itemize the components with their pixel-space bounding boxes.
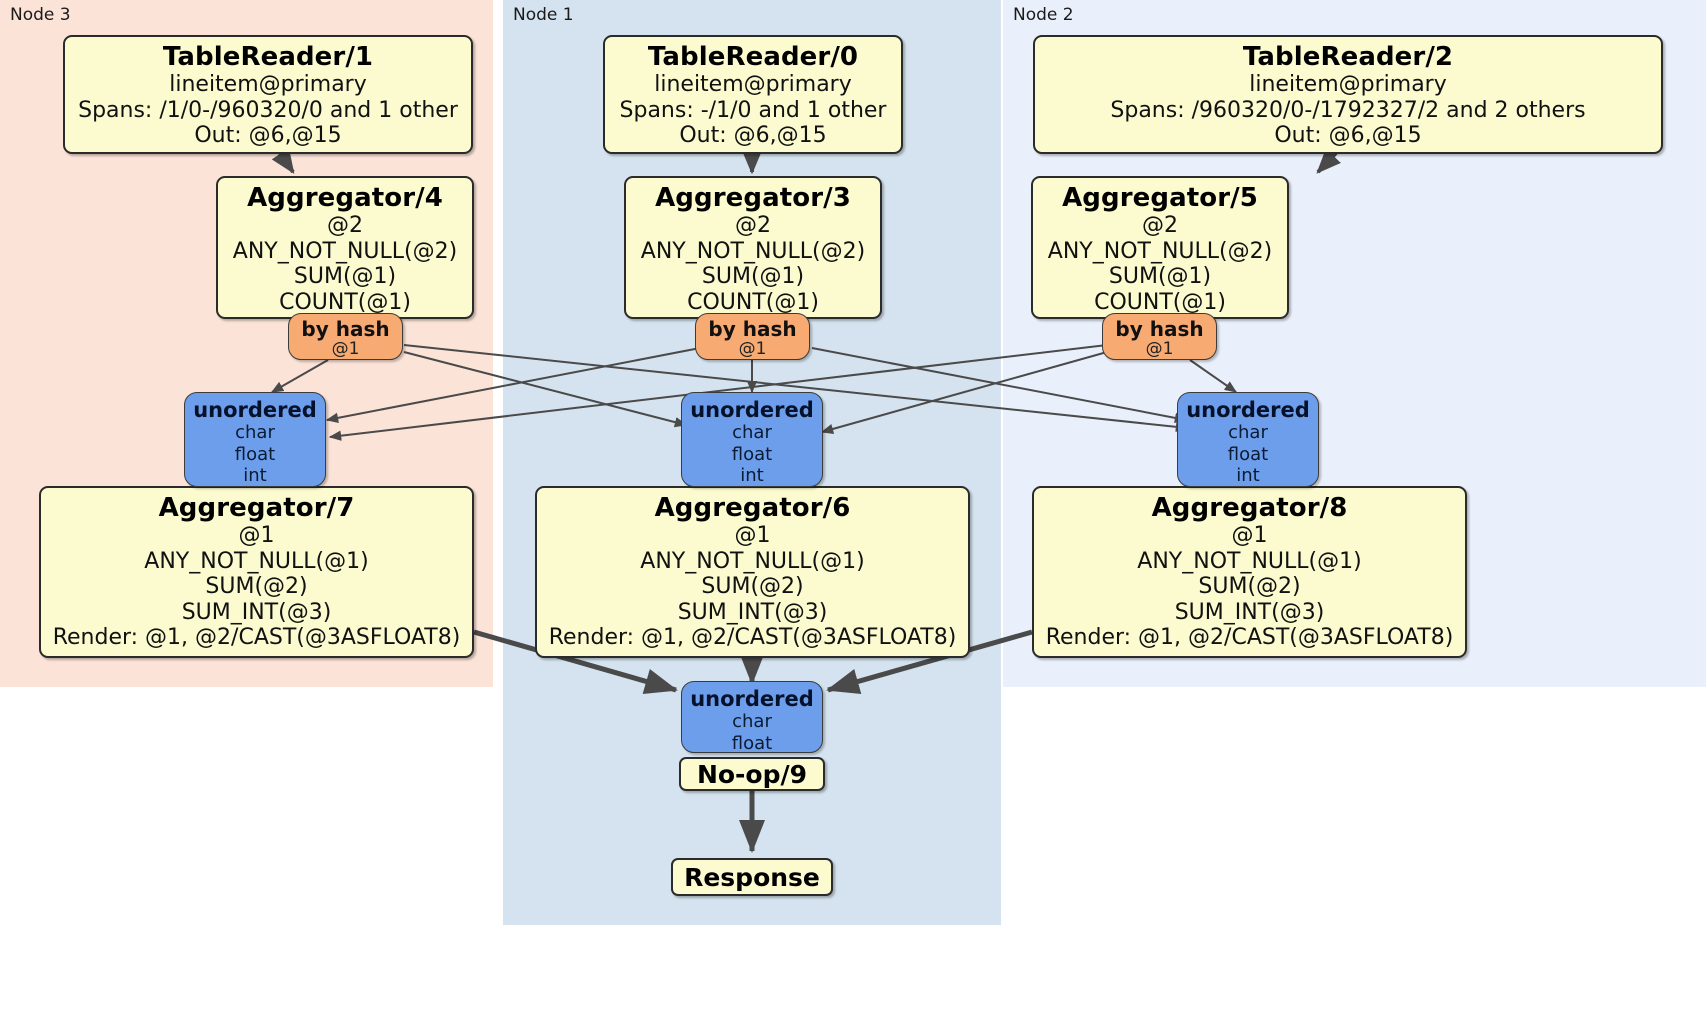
processor-line: COUNT(@1) <box>687 289 819 315</box>
processor-line: lineitem@primary <box>1249 72 1447 98</box>
synchronizer-title: unordered <box>1186 398 1310 422</box>
processor-line: SUM(@2) <box>1198 574 1301 600</box>
router-line: @1 <box>1145 339 1174 360</box>
processor-title: Aggregator/6 <box>654 493 851 523</box>
processor-aggregator-7[interactable]: Aggregator/7 @1 ANY_NOT_NULL(@1) SUM(@2)… <box>39 486 474 658</box>
synchronizer-line: char <box>732 422 772 444</box>
processor-line: ANY_NOT_NULL(@1) <box>1137 548 1362 574</box>
processor-title: Aggregator/7 <box>158 493 355 523</box>
processor-line: ANY_NOT_NULL(@1) <box>640 548 865 574</box>
processor-tablereader-1[interactable]: TableReader/1 lineitem@primary Spans: /1… <box>63 35 473 154</box>
processor-line: SUM(@1) <box>1108 264 1212 290</box>
synchronizer-title: unordered <box>690 687 814 711</box>
processor-line: SUM_INT(@3) <box>181 599 332 625</box>
synchronizer-title: unordered <box>193 398 317 422</box>
synchronizer-line: char <box>235 422 275 444</box>
processor-title: No-op/9 <box>696 759 808 789</box>
processor-line: Render: @1, @2/CAST(@3ASFLOAT8) <box>52 625 461 651</box>
processor-aggregator-3[interactable]: Aggregator/3 @2 ANY_NOT_NULL(@2) SUM(@1)… <box>624 176 882 319</box>
processor-line: ANY_NOT_NULL(@1) <box>144 548 369 574</box>
synchronizer-line: float <box>234 443 276 465</box>
router-by-hash-node3[interactable]: by hash @1 <box>288 313 403 360</box>
processor-title: TableReader/0 <box>647 42 859 72</box>
processor-line: ANY_NOT_NULL(@2) <box>232 238 458 264</box>
processor-line: @1 <box>238 523 275 549</box>
router-line: @1 <box>331 339 360 360</box>
processor-line: @2 <box>1142 213 1178 239</box>
synchronizer-line: int <box>1236 465 1260 487</box>
router-by-hash-node1[interactable]: by hash @1 <box>695 313 810 360</box>
processor-line: lineitem@primary <box>654 72 852 98</box>
processor-line: ANY_NOT_NULL(@2) <box>1047 238 1273 264</box>
processor-line: SUM(@2) <box>205 574 308 600</box>
processor-line: Spans: /960320/0-/1792327/2 and 2 others <box>1110 97 1586 123</box>
processor-title: Aggregator/3 <box>655 183 851 213</box>
synchronizer-title: unordered <box>690 398 814 422</box>
node-panel-label: Node 2 <box>1013 5 1074 25</box>
processor-line: SUM(@1) <box>701 264 805 290</box>
synchronizer-line: float <box>731 443 773 465</box>
processor-line: lineitem@primary <box>169 72 367 98</box>
processor-title: Aggregator/5 <box>1062 183 1258 213</box>
processor-title: TableReader/2 <box>1242 42 1454 72</box>
router-title: by hash <box>1115 317 1204 341</box>
synchronizer-unordered-final[interactable]: unordered char float <box>681 681 823 754</box>
processor-line: @2 <box>735 213 771 239</box>
processor-line: SUM_INT(@3) <box>1174 599 1325 625</box>
processor-aggregator-5[interactable]: Aggregator/5 @2 ANY_NOT_NULL(@2) SUM(@1)… <box>1031 176 1289 319</box>
processor-line: SUM(@1) <box>293 264 397 290</box>
processor-title: Response <box>684 862 820 892</box>
processor-title: TableReader/1 <box>162 42 374 72</box>
node-panel-label: Node 3 <box>10 5 71 25</box>
processor-line: Spans: /1/0-/960320/0 and 1 other <box>78 97 458 123</box>
processor-line: Render: @1, @2/CAST(@3ASFLOAT8) <box>548 625 957 651</box>
processor-line: Render: @1, @2/CAST(@3ASFLOAT8) <box>1045 625 1454 651</box>
synchronizer-line: int <box>740 465 764 487</box>
processor-title: Aggregator/4 <box>247 183 443 213</box>
processor-noop-9[interactable]: No-op/9 <box>679 757 825 791</box>
synchronizer-line: float <box>1227 443 1269 465</box>
processor-line: @1 <box>1231 523 1268 549</box>
router-title: by hash <box>301 317 390 341</box>
router-line: @1 <box>738 339 767 360</box>
processor-line: COUNT(@1) <box>279 289 411 315</box>
processor-aggregator-8[interactable]: Aggregator/8 @1 ANY_NOT_NULL(@1) SUM(@2)… <box>1032 486 1467 658</box>
processor-aggregator-6[interactable]: Aggregator/6 @1 ANY_NOT_NULL(@1) SUM(@2)… <box>535 486 970 658</box>
processor-tablereader-2[interactable]: TableReader/2 lineitem@primary Spans: /9… <box>1033 35 1663 154</box>
processor-line: SUM_INT(@3) <box>677 599 828 625</box>
processor-line: Out: @6,@15 <box>679 123 827 149</box>
processor-aggregator-4[interactable]: Aggregator/4 @2 ANY_NOT_NULL(@2) SUM(@1)… <box>216 176 474 319</box>
processor-line: Spans: -/1/0 and 1 other <box>619 97 887 123</box>
node-panel-label: Node 1 <box>513 5 574 25</box>
processor-line: ANY_NOT_NULL(@2) <box>640 238 866 264</box>
synchronizer-line: char <box>1228 422 1268 444</box>
processor-response[interactable]: Response <box>671 858 833 896</box>
processor-line: SUM(@2) <box>701 574 804 600</box>
synchronizer-line: float <box>731 732 773 754</box>
synchronizer-line: int <box>243 465 267 487</box>
synchronizer-unordered-node2[interactable]: unordered char float int <box>1177 392 1319 487</box>
processor-line: COUNT(@1) <box>1094 289 1226 315</box>
synchronizer-unordered-node1[interactable]: unordered char float int <box>681 392 823 487</box>
processor-tablereader-0[interactable]: TableReader/0 lineitem@primary Spans: -/… <box>603 35 903 154</box>
processor-line: @2 <box>327 213 363 239</box>
synchronizer-unordered-node3[interactable]: unordered char float int <box>184 392 326 487</box>
processor-line: Out: @6,@15 <box>1274 123 1422 149</box>
processor-line: Out: @6,@15 <box>194 123 342 149</box>
router-by-hash-node2[interactable]: by hash @1 <box>1102 313 1217 360</box>
router-title: by hash <box>708 317 797 341</box>
processor-title: Aggregator/8 <box>1151 493 1348 523</box>
processor-line: @1 <box>734 523 771 549</box>
synchronizer-line: char <box>732 711 772 733</box>
